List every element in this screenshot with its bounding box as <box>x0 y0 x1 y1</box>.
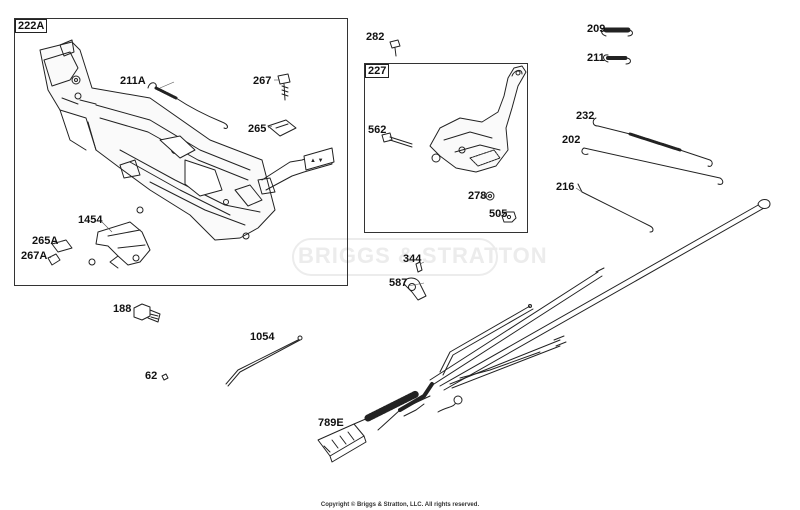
part-label-62[interactable]: 62 <box>145 370 158 382</box>
part-label-587[interactable]: 587 <box>389 277 408 289</box>
spring-209 <box>601 27 633 37</box>
part-label-505[interactable]: 505 <box>489 208 508 220</box>
brand-watermark: BRIGGS & STRATTON <box>292 238 547 276</box>
bell-crank-assembly <box>381 65 527 223</box>
part-label-211A[interactable]: 211A <box>120 75 146 87</box>
part-label-265A[interactable]: 265A <box>32 235 59 247</box>
copyright-notice: Copyright © Briggs & Stratton, LLC. All … <box>320 502 480 508</box>
spring-211 <box>603 54 631 65</box>
clamp-587 <box>403 261 427 301</box>
wiring-harness-789E <box>317 199 771 463</box>
assembly-tag-227[interactable]: 227 <box>365 64 390 78</box>
part-label-188[interactable]: 188 <box>113 303 132 315</box>
part-label-202[interactable]: 202 <box>562 134 581 146</box>
control-bracket-assembly: ▲ ▼ <box>39 39 335 269</box>
link-rod-202 <box>581 147 724 185</box>
part-label-267[interactable]: 267 <box>253 75 272 87</box>
part-label-232[interactable]: 232 <box>576 110 595 122</box>
assembly-box-222A <box>14 18 348 286</box>
part-label-211[interactable]: 211 <box>587 52 605 64</box>
part-label-267A[interactable]: 267A <box>21 250 48 262</box>
assembly-box-227 <box>364 63 528 233</box>
bolt-188 <box>133 303 161 323</box>
part-label-1054[interactable]: 1054 <box>250 331 275 343</box>
part-label-209[interactable]: 209 <box>587 23 606 35</box>
governor-spring-rod-232 <box>592 117 713 167</box>
part-label-344[interactable]: 344 <box>403 253 422 265</box>
watermark-text: BRIGGS & STRATTON <box>298 243 548 268</box>
part-label-265[interactable]: 265 <box>248 123 267 135</box>
svg-text:▲ ▼: ▲ ▼ <box>310 158 324 164</box>
part-label-1454[interactable]: 1454 <box>78 214 103 226</box>
screw-62 <box>161 373 169 381</box>
part-label-562[interactable]: 562 <box>368 124 387 136</box>
bolt-282 <box>389 39 401 57</box>
part-label-278[interactable]: 278 <box>468 190 487 202</box>
part-label-282[interactable]: 282 <box>366 31 385 43</box>
cable-tie-1054 <box>225 335 303 387</box>
link-rod-216 <box>577 183 654 233</box>
part-label-216[interactable]: 216 <box>556 181 575 193</box>
assembly-tag-222A[interactable]: 222A <box>15 19 48 33</box>
part-label-789E[interactable]: 789E <box>318 417 344 429</box>
